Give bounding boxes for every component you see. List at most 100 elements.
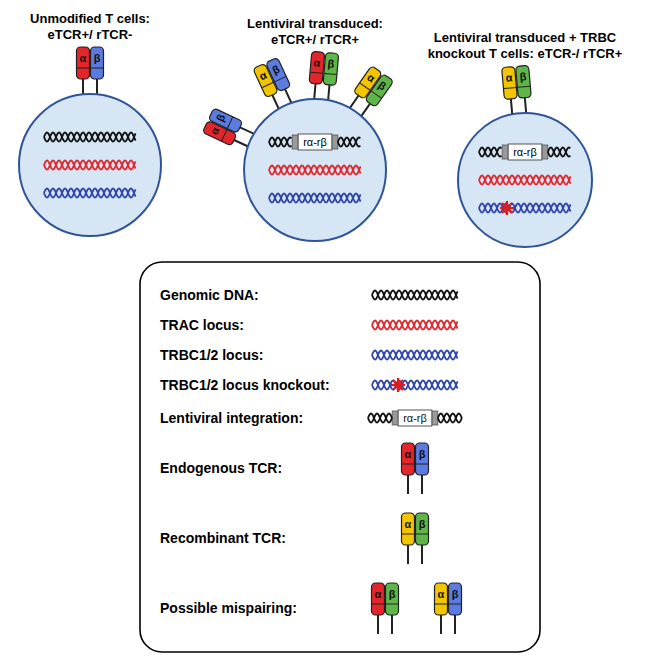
tcr-chain bbox=[386, 583, 399, 615]
dna-strand bbox=[269, 165, 361, 174]
dna-strand bbox=[479, 203, 571, 212]
dna-strand bbox=[44, 132, 136, 141]
dna-strand bbox=[372, 350, 458, 359]
tcr-chain bbox=[435, 583, 448, 615]
domain-divider bbox=[402, 464, 415, 465]
domain-divider bbox=[435, 604, 448, 605]
dna-strand bbox=[44, 132, 136, 141]
insert-box bbox=[508, 144, 542, 160]
legend-label: TRAC locus: bbox=[160, 316, 244, 334]
domain-divider bbox=[91, 68, 104, 69]
insert-flank bbox=[432, 411, 438, 425]
legend-samples bbox=[368, 290, 462, 426]
domain-divider bbox=[274, 76, 286, 81]
dna-strand bbox=[372, 350, 458, 359]
chain-letter: β bbox=[419, 519, 426, 530]
tcr-chain bbox=[449, 583, 462, 615]
legend-label: Possible mispairing: bbox=[160, 599, 297, 617]
domain-divider bbox=[324, 73, 337, 74]
tcr-stem bbox=[407, 475, 409, 494]
tcr-stem bbox=[440, 615, 442, 634]
dna-strand bbox=[479, 147, 502, 156]
dna-strand bbox=[269, 137, 292, 146]
tcr-stem bbox=[407, 545, 409, 564]
domain-divider bbox=[449, 604, 462, 605]
dna-strand bbox=[269, 193, 361, 202]
tcr-chain bbox=[266, 57, 291, 91]
dna-strand bbox=[372, 290, 458, 299]
dna-strand bbox=[269, 137, 292, 146]
domain-divider bbox=[77, 68, 90, 69]
tcr-chain bbox=[502, 66, 518, 99]
dna-strand bbox=[44, 160, 136, 169]
domain-divider bbox=[402, 534, 415, 535]
legend-label: Endogenous TCR: bbox=[160, 459, 282, 477]
dna-group bbox=[269, 134, 361, 203]
tcr-stem bbox=[421, 475, 423, 494]
dna-strand bbox=[372, 380, 458, 389]
domain-divider bbox=[310, 72, 323, 73]
cell-heading: Unmodified T cells: eTCR+/ rTCR- bbox=[15, 11, 165, 44]
tcr-chain bbox=[416, 513, 429, 545]
tcr-chain bbox=[323, 52, 339, 85]
chain-letter: β bbox=[519, 71, 527, 83]
dna-strand bbox=[44, 188, 136, 197]
dna-strand bbox=[438, 413, 462, 422]
tcr-chain bbox=[402, 513, 415, 545]
chain-letter: α bbox=[313, 57, 321, 69]
tcr-receptor bbox=[307, 51, 338, 104]
tcr-receptor bbox=[402, 513, 429, 564]
dna-strand bbox=[368, 413, 392, 422]
chain-letter: α bbox=[405, 449, 412, 460]
domain-divider bbox=[262, 82, 274, 87]
chain-letter: β bbox=[389, 589, 396, 600]
dna-strand bbox=[548, 147, 571, 156]
domain-divider bbox=[386, 604, 399, 605]
insert-label: rα-rβ bbox=[403, 413, 427, 424]
dna-strand bbox=[44, 188, 136, 197]
tcr-receptor bbox=[402, 443, 429, 494]
tcr-chain bbox=[372, 583, 385, 615]
tcr-chain bbox=[309, 51, 325, 84]
tcr-stem bbox=[391, 615, 393, 634]
domain-divider bbox=[360, 83, 371, 90]
insert-label: rα-rβ bbox=[513, 147, 537, 158]
legend-frame bbox=[140, 262, 540, 652]
cell-membrane bbox=[458, 113, 592, 247]
domain-divider bbox=[372, 604, 385, 605]
domain-divider bbox=[503, 87, 516, 88]
cell-membrane bbox=[19, 94, 161, 236]
chain-letter: β bbox=[419, 449, 426, 460]
tcr-receptor bbox=[502, 65, 533, 118]
dna-strand bbox=[368, 413, 392, 422]
legend-label: TRBC1/2 locus knockout: bbox=[160, 376, 330, 394]
cell-outline bbox=[243, 98, 387, 242]
insert-flank bbox=[392, 411, 398, 425]
dna-strand bbox=[44, 160, 136, 169]
tcr-receptor bbox=[435, 583, 462, 634]
dna-group bbox=[479, 144, 571, 215]
cell-outline bbox=[457, 112, 593, 248]
dna-strand bbox=[269, 193, 361, 202]
knockout-stroke bbox=[393, 380, 403, 390]
legend-label: Recombinant TCR: bbox=[160, 529, 286, 547]
insert-flank bbox=[542, 145, 548, 159]
tcr-chain bbox=[402, 443, 415, 475]
domain-divider bbox=[416, 534, 429, 535]
dna-strand bbox=[269, 165, 361, 174]
cell-membrane bbox=[244, 99, 386, 241]
tcr-chain bbox=[77, 47, 90, 79]
domain-divider bbox=[227, 117, 232, 129]
insert-flank bbox=[502, 145, 508, 159]
chain-letter: α bbox=[405, 519, 412, 530]
insert-box bbox=[398, 410, 432, 426]
chain-letter: α bbox=[505, 72, 513, 84]
tcr-receptor bbox=[372, 583, 399, 634]
chain-letter: β bbox=[452, 589, 459, 600]
cell-heading: Lentiviral transduced: eTCR+/ rTCR+ bbox=[233, 16, 398, 49]
tcr-stem bbox=[454, 615, 456, 634]
legend-label: Lentiviral integration: bbox=[160, 409, 303, 427]
dna-strand bbox=[372, 290, 458, 299]
dna-strand bbox=[438, 413, 462, 422]
